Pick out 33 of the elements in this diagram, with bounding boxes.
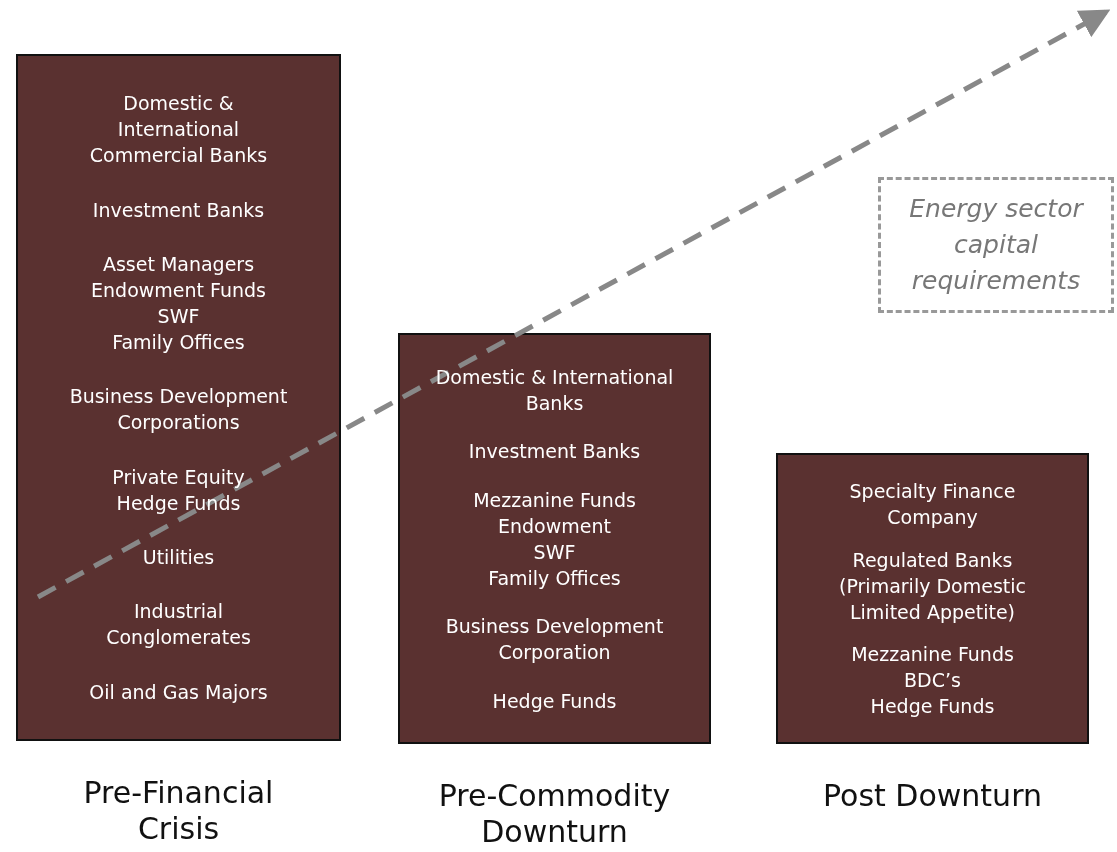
investor-type-text: Oil and Gas Majors — [89, 679, 268, 705]
investor-type-text: Utilities — [142, 544, 215, 570]
investor-type-text: Endowment Funds — [91, 278, 266, 303]
investor-type-text: Hedge Funds — [116, 490, 241, 516]
investor-type-text: BDC’s — [904, 668, 961, 694]
period-caption: Post Downturn — [822, 778, 1043, 814]
investor-type-text: Domestic & International Commercial Banks — [88, 91, 269, 169]
investor-type-text: Investment Banks — [92, 197, 265, 223]
investor-type-text: Mezzanine Funds — [473, 487, 636, 513]
investor-type-text: Family Offices — [112, 330, 245, 355]
investor-column-box — [398, 333, 711, 744]
investor-type-text: Hedge Funds — [492, 688, 617, 714]
investor-type-text: Family Offices — [488, 565, 621, 591]
callout-text: Energy sector capital requirements — [908, 193, 1085, 297]
investor-type-text: Business Development Corporations — [68, 384, 289, 436]
investor-column-box — [776, 453, 1089, 744]
investor-type-text: Endowment — [498, 513, 611, 539]
investor-type-text: Investment Banks — [468, 439, 641, 464]
dashed-callout-box — [878, 177, 1114, 313]
investor-type-text: Industrial Conglomerates — [105, 599, 252, 651]
investor-type-text: Specialty Finance Company — [848, 478, 1017, 530]
investor-type-text: SWF — [533, 539, 576, 565]
period-caption: Pre-Commodity Downturn — [437, 778, 672, 850]
investor-column-box — [16, 54, 341, 741]
investor-type-text: SWF — [157, 304, 200, 329]
investor-type-text: Hedge Funds — [870, 694, 995, 720]
investor-type-text: Domestic & International Banks — [434, 364, 675, 416]
investor-type-text: Private Equity — [112, 464, 245, 490]
period-caption: Pre-Financial Crisis — [82, 775, 275, 847]
investor-type-text: Regulated Banks (Primarily Domestic Limited Appetite) — [838, 547, 1027, 625]
investor-type-text: Mezzanine Funds — [851, 642, 1014, 668]
investor-type-text: Business Development Corporation — [444, 614, 665, 665]
investor-type-text: Asset Managers — [102, 252, 255, 277]
